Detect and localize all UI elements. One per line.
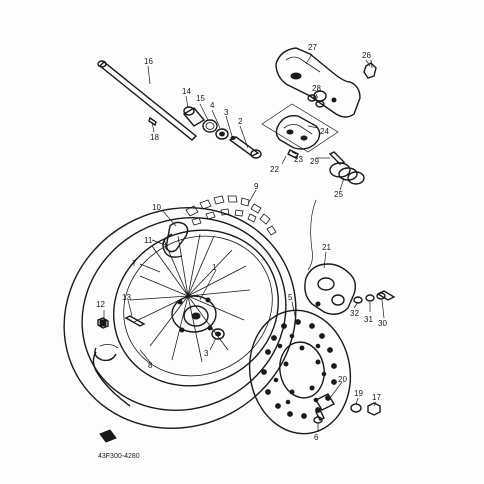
callout-7: 7 xyxy=(132,259,137,268)
callout-8: 8 xyxy=(148,361,153,370)
lock-washer xyxy=(350,403,362,413)
callout-3-hub: 3 xyxy=(204,349,209,358)
piston-set xyxy=(329,162,365,185)
callout-30: 30 xyxy=(378,319,387,328)
callout-29: 29 xyxy=(310,157,319,166)
callout-9: 9 xyxy=(254,182,259,191)
caliper-washer xyxy=(353,296,363,304)
inner-tube xyxy=(94,233,183,362)
callout-22: 22 xyxy=(270,165,279,174)
callout-19: 19 xyxy=(354,389,363,398)
caliper-bolt xyxy=(376,290,396,301)
callout-13: 13 xyxy=(122,293,131,302)
callout-32: 32 xyxy=(350,309,359,318)
front-axle xyxy=(97,60,198,141)
part-code: 43F300-4280 xyxy=(98,453,140,460)
callout-27: 27 xyxy=(308,43,317,52)
axle-collar xyxy=(182,106,206,127)
caliper-spring-washer xyxy=(365,294,375,302)
disc-bracket xyxy=(315,393,335,411)
leader-lines xyxy=(103,53,385,432)
hub-nut xyxy=(97,317,109,329)
spacer xyxy=(228,135,262,159)
valve-cap xyxy=(99,429,117,443)
callout-25: 25 xyxy=(334,190,343,199)
callout-11: 11 xyxy=(144,236,153,245)
disc-bolt xyxy=(313,409,325,424)
callout-17: 17 xyxy=(372,393,381,402)
disc-nut xyxy=(367,402,381,416)
callout-12: 12 xyxy=(96,300,105,309)
callout-14: 14 xyxy=(182,87,191,96)
callout-3-axle: 3 xyxy=(224,108,229,117)
callout-26: 26 xyxy=(362,51,371,60)
callout-31: 31 xyxy=(364,315,373,324)
callout-21: 21 xyxy=(322,243,331,252)
hub-collar xyxy=(211,328,225,340)
callout-18: 18 xyxy=(150,133,159,142)
callout-2: 2 xyxy=(238,117,243,126)
callout-23: 23 xyxy=(294,155,303,164)
cotter-pin xyxy=(148,116,157,127)
brake-pad-kit xyxy=(275,115,321,150)
callout-6: 6 xyxy=(314,433,319,442)
caliper-body-lower xyxy=(304,263,357,315)
hub xyxy=(171,295,217,333)
callout-16: 16 xyxy=(144,57,153,66)
callout-15: 15 xyxy=(196,94,205,103)
callout-1: 1 xyxy=(212,263,217,272)
spokes xyxy=(129,233,251,363)
callout-10: 10 xyxy=(152,203,161,212)
brake-disc xyxy=(248,309,352,435)
callout-5: 5 xyxy=(288,293,293,302)
caliper-seal-kit xyxy=(307,94,325,108)
bleed-screw xyxy=(363,59,377,79)
callouts: 16 14 15 4 3 2 18 27 26 28 24 23 22 29 2… xyxy=(96,43,387,460)
hub-bolt xyxy=(124,315,146,327)
bearing xyxy=(215,128,229,140)
callout-24: 24 xyxy=(320,127,329,136)
callout-28: 28 xyxy=(312,84,321,93)
rim-band xyxy=(99,221,189,327)
pad-spring xyxy=(287,149,299,159)
oil-seal xyxy=(202,119,218,133)
caliper-body-upper xyxy=(275,47,361,118)
callout-20: 20 xyxy=(338,375,347,384)
tire xyxy=(63,195,297,429)
callout-4: 4 xyxy=(210,101,215,110)
pad-pin xyxy=(328,151,346,165)
